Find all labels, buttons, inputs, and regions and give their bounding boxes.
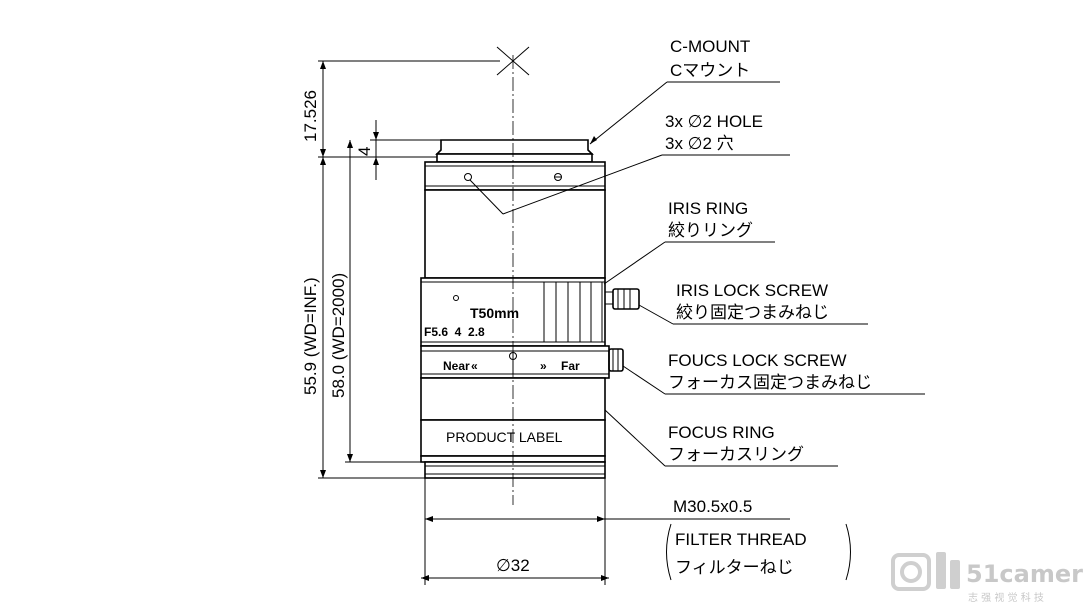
callout-focus-ring-jp: フォーカスリング [668, 445, 804, 464]
c-mount-thread [435, 139, 594, 155]
callout-iris-ring-jp: 絞りリング [668, 221, 753, 240]
callout-hole-jp: 3x ∅2 穴 [665, 134, 734, 153]
mount-hole-right [554, 173, 562, 181]
dim-58-0: 58.0 (WD=2000) [329, 273, 348, 398]
watermark-subtitle: 志 强 视 觉 科 技 [968, 591, 1044, 604]
callout-focus-lock: FOUCS LOCK SCREW [668, 351, 847, 370]
filter-thread-label: FILTER THREAD [675, 530, 807, 549]
iris-lock-screw [604, 288, 640, 310]
near-arrows-icon: « [471, 359, 478, 373]
filter-bracket-right [845, 523, 851, 581]
dim-17-526: 17.526 [301, 90, 320, 142]
filter-thread-label-jp: フィルターねじ [675, 558, 794, 577]
dim-diameter: ∅32 [496, 556, 530, 575]
aperture-values: F5.6 4 2.8 [424, 325, 485, 339]
callout-c-mount-jp: Cマウント [670, 61, 750, 80]
left-dimensions [318, 60, 500, 479]
callout-c-mount: C-MOUNT [670, 37, 750, 56]
camera-logo-icon [891, 552, 960, 591]
mount-hole-left [464, 173, 472, 181]
dim-55-9: 55.9 (WD=INF.) [301, 277, 320, 395]
filter-thread [424, 461, 606, 479]
focus-lock-screw [608, 348, 624, 372]
mount-flange [436, 153, 593, 163]
filter-size: M30.5x0.5 [673, 497, 752, 516]
near-label: Near [443, 359, 470, 373]
callout-iris-lock-jp: 絞り固定つまみねじ [676, 303, 829, 322]
lens-body [420, 139, 640, 479]
top-barrel [424, 161, 606, 191]
filter-bracket-left [666, 523, 672, 581]
dim-4: 4 [355, 147, 374, 156]
leader-c-mount [589, 81, 668, 145]
watermark-brand: 51camera [966, 560, 1084, 588]
callout-hole: 3x ∅2 HOLE [665, 112, 763, 131]
callout-iris-ring: IRIS RING [668, 199, 748, 218]
iris-knurl [543, 281, 603, 343]
far-arrows-icon: » [540, 359, 547, 373]
callout-iris-lock: IRIS LOCK SCREW [676, 281, 828, 300]
product-label: PRODUCT LABEL [446, 429, 563, 445]
watermark: 51camera 志 强 视 觉 科 技 [891, 552, 1084, 604]
leader-focus-lock [622, 365, 666, 395]
bottom-dimensions [421, 478, 790, 585]
leader-hole [502, 154, 663, 215]
leader-iris-lock [638, 304, 674, 325]
lens-model: T50mm [470, 305, 519, 321]
leader-iris-ring [603, 241, 666, 285]
callout-focus-lock-jp: フォーカス固定つまみねじ [668, 373, 872, 392]
callout-focus-ring: FOCUS RING [668, 423, 775, 442]
far-label: Far [561, 359, 580, 373]
iris-ring [424, 189, 606, 279]
leader-focus-ring [604, 409, 666, 467]
